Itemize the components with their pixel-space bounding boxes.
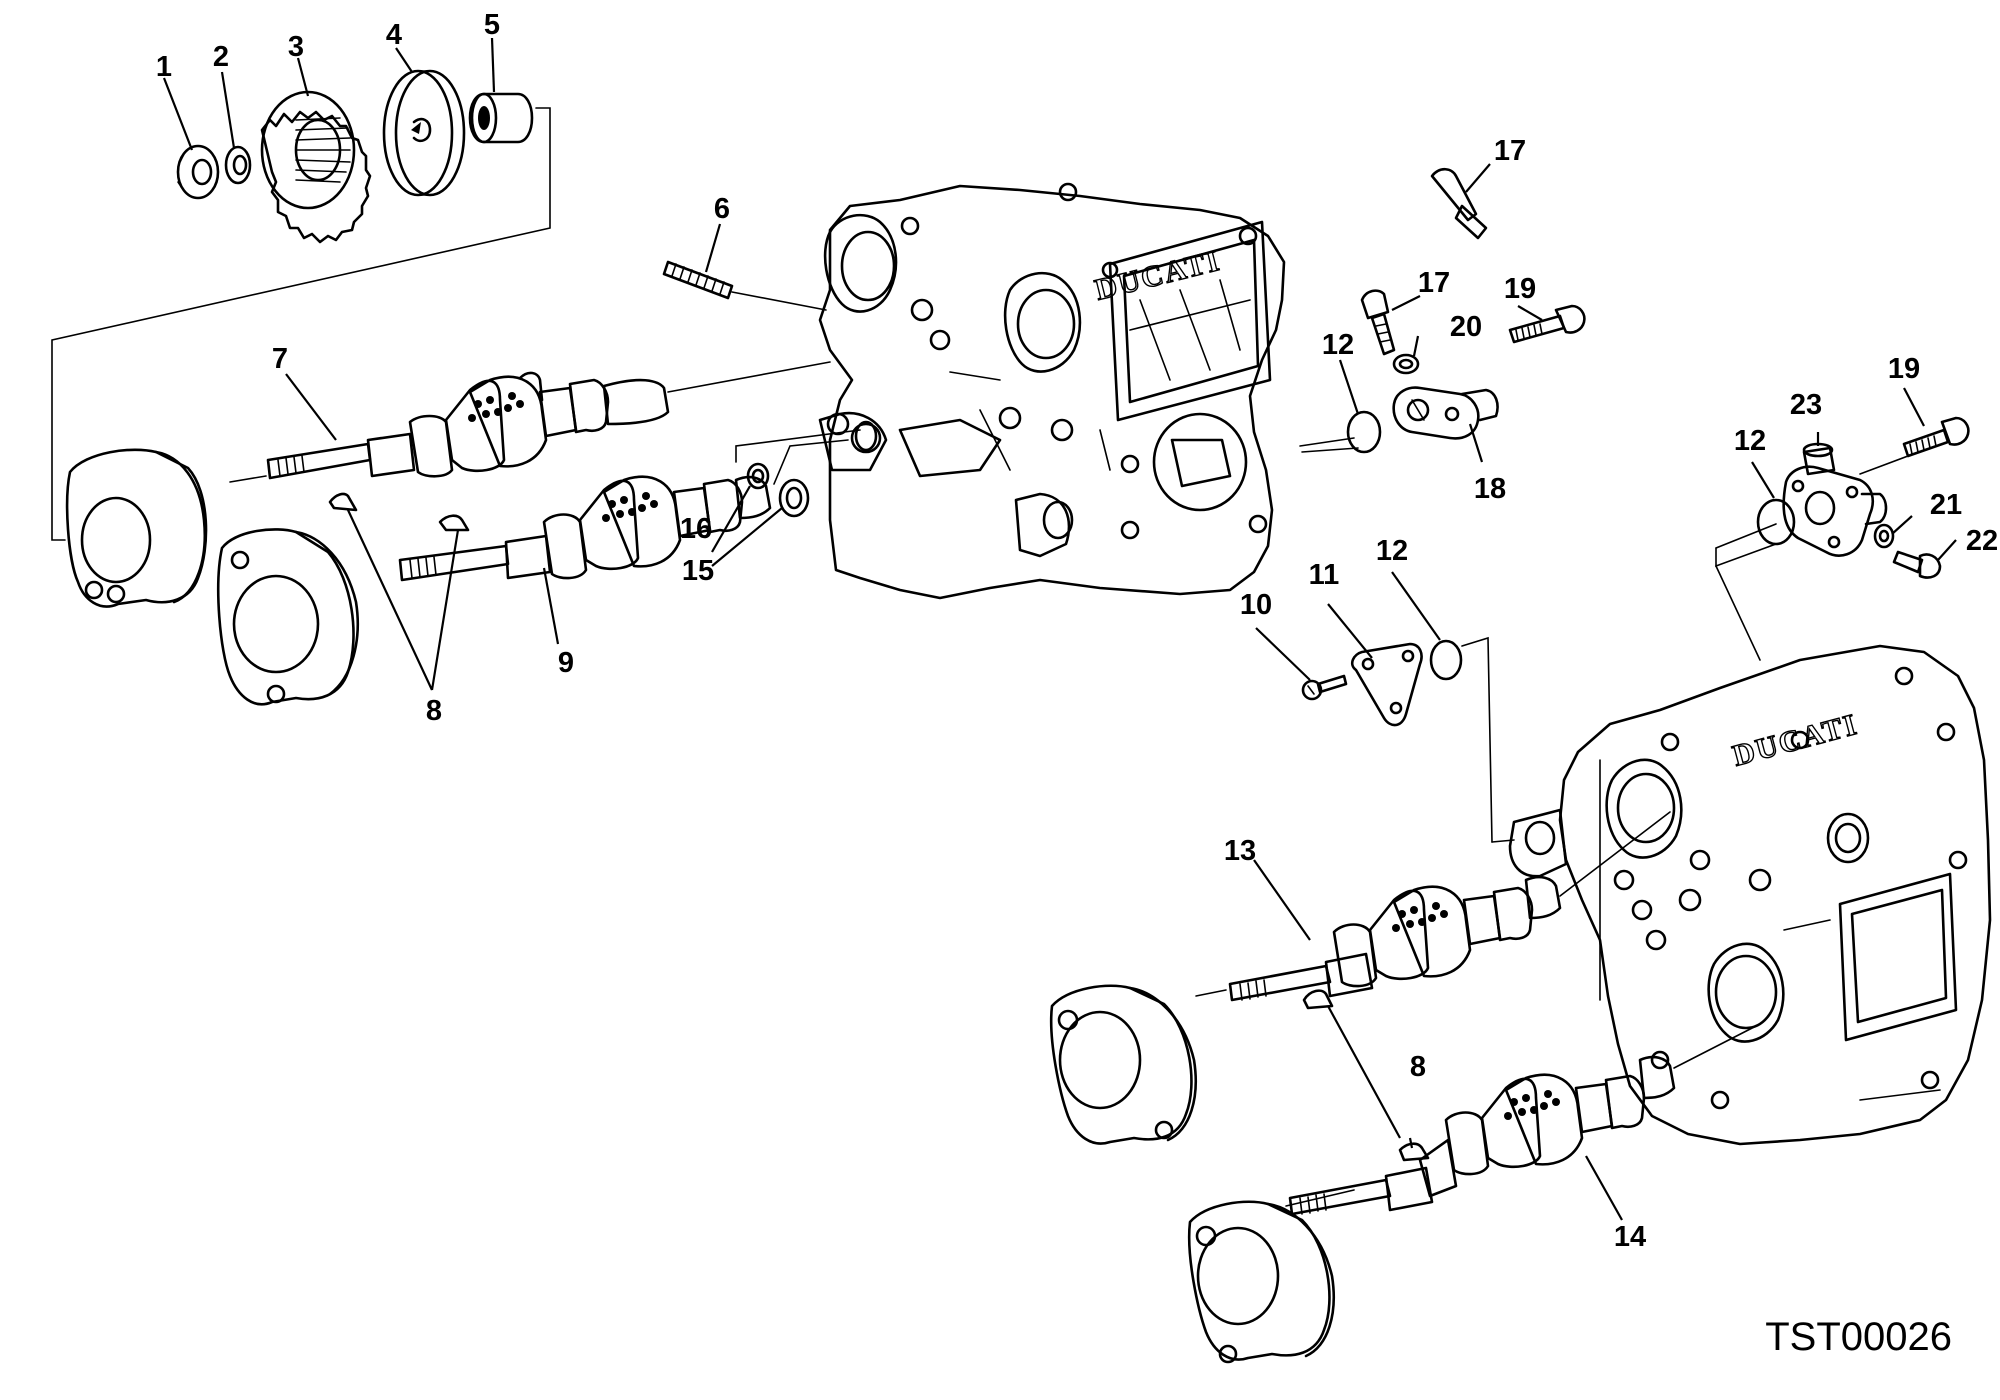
cylinder-head-lower: DUCATI bbox=[1508, 644, 1992, 1146]
callout-20: 20 bbox=[1450, 311, 1482, 343]
part-19-bolt-right bbox=[1902, 416, 1970, 458]
part-19-bolt-upper bbox=[1508, 304, 1586, 344]
callout-13: 13 bbox=[1224, 835, 1256, 867]
callout-1: 1 bbox=[156, 51, 172, 83]
callout-18: 18 bbox=[1474, 473, 1506, 505]
part-14-camshaft bbox=[1288, 1055, 1676, 1216]
callout-9: 9 bbox=[558, 647, 574, 679]
callout-5: 5 bbox=[484, 9, 500, 41]
part-5-spacer bbox=[468, 92, 534, 144]
callout-14: 14 bbox=[1614, 1221, 1646, 1253]
part-7-camshaft bbox=[266, 371, 670, 480]
part-2-washer bbox=[224, 145, 252, 185]
left-bearing-cover-upper bbox=[65, 448, 208, 608]
part-21-washer bbox=[1873, 523, 1895, 549]
callout-16: 16 bbox=[680, 513, 712, 545]
right-bearing-cover-upper bbox=[1049, 984, 1198, 1145]
callout-3: 3 bbox=[288, 31, 304, 63]
part-15-cap bbox=[778, 478, 810, 518]
callout-12-right: 12 bbox=[1734, 425, 1766, 457]
head-engraving-upper: DUCATI bbox=[1092, 244, 1224, 307]
drawing-code: TST00026 bbox=[1765, 1315, 1952, 1359]
part-10-screw bbox=[1301, 674, 1348, 701]
callout-8-lower: 8 bbox=[1410, 1051, 1426, 1083]
part-3-toothed-pulley bbox=[260, 90, 372, 244]
part-12-oring-right bbox=[1756, 498, 1796, 546]
callout-7: 7 bbox=[272, 343, 288, 375]
leader-lines bbox=[162, 37, 1957, 1221]
callout-22: 22 bbox=[1966, 525, 1998, 557]
head-engraving-lower: DUCATI bbox=[1729, 708, 1861, 773]
callout-11: 11 bbox=[1309, 559, 1340, 591]
part-17-bolt bbox=[1360, 289, 1396, 356]
part-11-plate bbox=[1350, 642, 1423, 727]
callout-10: 10 bbox=[1240, 589, 1272, 621]
part-18-housing bbox=[1392, 386, 1499, 440]
cylinder-head-upper: DUCATI bbox=[818, 182, 1286, 600]
part-9-camshaft bbox=[398, 475, 772, 582]
callout-19-right: 19 bbox=[1888, 353, 1920, 385]
callout-21: 21 bbox=[1930, 489, 1962, 521]
left-bearing-cover-lower bbox=[216, 528, 360, 706]
part-1-nut bbox=[176, 144, 220, 200]
part-12-oring-middle bbox=[1429, 639, 1463, 681]
callout-23: 23 bbox=[1790, 389, 1822, 421]
part-20-washer bbox=[1392, 353, 1420, 375]
callout-2: 2 bbox=[213, 41, 229, 73]
callout-labels: 1 2 3 4 5 6 7 8 9 16 15 17 17 20 19 12 1… bbox=[156, 9, 1998, 1253]
callout-12-upper: 12 bbox=[1322, 329, 1354, 361]
part-23-fitting-housing bbox=[1782, 442, 1888, 557]
callout-17-top: 17 bbox=[1494, 135, 1526, 167]
callout-17-bolt: 17 bbox=[1418, 267, 1450, 299]
part-13-camshaft bbox=[1228, 875, 1562, 1002]
part-6-stud bbox=[662, 260, 734, 300]
callout-12-middle: 12 bbox=[1376, 535, 1408, 567]
callout-15: 15 bbox=[682, 555, 714, 587]
callout-6: 6 bbox=[714, 193, 730, 225]
callout-8-upper: 8 bbox=[426, 695, 442, 727]
callout-19-upper: 19 bbox=[1504, 273, 1536, 305]
part-12-oring-upper bbox=[1346, 410, 1382, 454]
part-8-key-upper bbox=[328, 492, 470, 532]
part-17-plug-top bbox=[1430, 167, 1488, 240]
part-22-bolt bbox=[1892, 550, 1942, 579]
right-bearing-cover-lower bbox=[1187, 1200, 1336, 1364]
callout-4: 4 bbox=[386, 19, 402, 51]
part-4-pulley-flange bbox=[382, 69, 466, 197]
